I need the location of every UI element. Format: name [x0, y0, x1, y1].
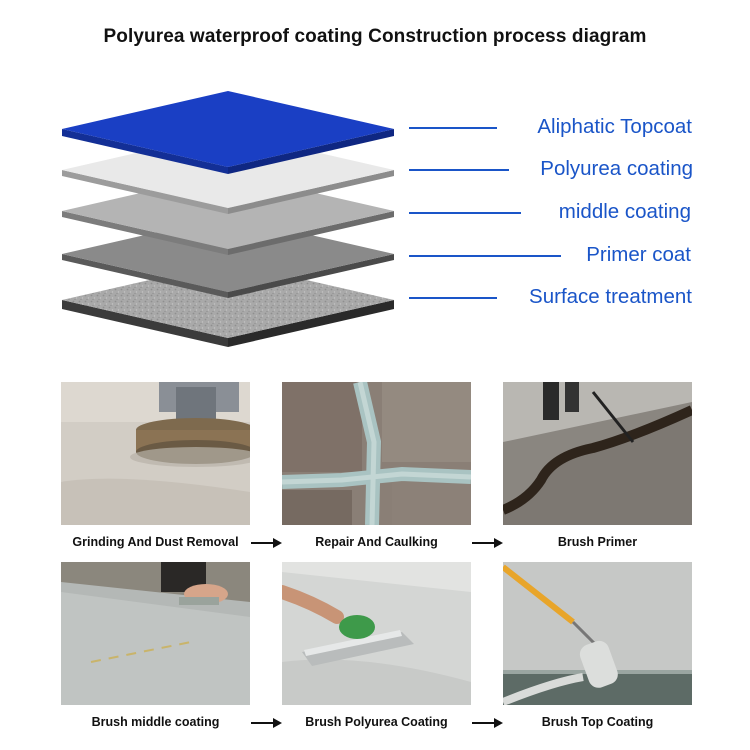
step-caption-topcoat: Brush Top Coating — [541, 715, 654, 729]
middle-coating-photo — [61, 562, 250, 705]
diagram-title: Polyurea waterproof coating Construction… — [103, 26, 647, 47]
layer-aliphatic-topcoat — [62, 91, 394, 174]
label-aliphatic-topcoat: Aliphatic Topcoat — [537, 115, 692, 138]
label-line-middle — [409, 212, 521, 214]
arrow-right-icon — [251, 538, 282, 548]
layer-stack — [62, 91, 394, 347]
label-line-primer — [409, 255, 561, 257]
step-caption-primer: Brush Primer — [557, 535, 638, 549]
label-primer-coat: Primer coat — [586, 243, 691, 266]
roller-topcoat-photo — [503, 562, 692, 705]
label-line-topcoat — [409, 127, 497, 129]
step-caption-polyurea: Brush Polyurea Coating — [305, 715, 448, 729]
step-caption-grinding: Grinding And Dust Removal — [72, 535, 239, 549]
label-line-surface — [409, 297, 497, 299]
arrow-right-icon — [251, 718, 282, 728]
step-caption-middle: Brush middle coating — [91, 715, 220, 729]
grinding-machine-photo — [61, 382, 250, 525]
label-surface-treatment: Surface treatment — [529, 285, 692, 308]
crack-repair-photo — [282, 382, 471, 525]
step-caption-repair: Repair And Caulking — [315, 535, 438, 549]
label-polyurea-coating: Polyurea coating — [540, 157, 693, 180]
label-middle-coating: middle coating — [558, 200, 691, 223]
trowel-coating-photo — [282, 562, 471, 705]
arrow-right-icon — [472, 538, 503, 548]
arrow-right-icon — [472, 718, 503, 728]
label-line-polyurea — [409, 169, 509, 171]
layer-surface-treatment — [62, 262, 394, 347]
primer-brushing-photo — [503, 382, 692, 525]
